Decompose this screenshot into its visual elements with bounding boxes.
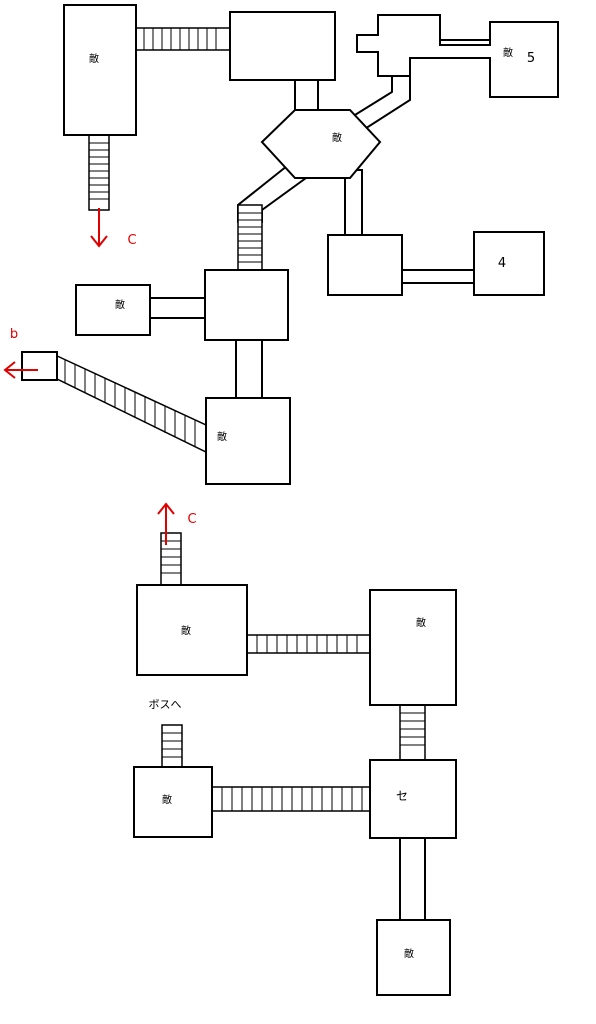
room-top-left <box>63 4 137 136</box>
red-arrow-icon <box>157 502 175 545</box>
rooms-upper <box>21 4 559 485</box>
room-exit-b <box>21 351 58 381</box>
enemy-label: 敵 <box>332 131 342 144</box>
map-labels: 敵 5 敵 敵 4 敵 敵 C b C 敵 敵 ボスへ 敵 セ 敵 <box>10 46 535 960</box>
room-lower-upper <box>205 397 291 485</box>
enemy-label: 敵 <box>89 52 99 65</box>
enemy-label: 敵 <box>404 947 414 960</box>
room-hub <box>260 109 382 179</box>
room-bottom <box>376 919 451 996</box>
corridors-lower <box>399 837 426 921</box>
enemy-label: 敵 <box>503 46 513 59</box>
stair-diagonal <box>54 353 207 454</box>
exit-label-c-top: C <box>127 233 136 248</box>
enemy-label: 敵 <box>162 793 172 806</box>
room-5 <box>356 14 559 98</box>
room-number-4: 4 <box>498 256 506 271</box>
exit-label-c-bottom: C <box>187 512 196 527</box>
room-number-5: 5 <box>527 51 535 66</box>
stairs-lower <box>160 532 426 812</box>
room-lower-right-top <box>369 589 457 706</box>
room-left-small <box>75 284 151 336</box>
rooms-lower <box>133 584 457 996</box>
enemy-label: 敵 <box>181 624 191 637</box>
to-boss-label: ボスへ <box>149 698 182 711</box>
enemy-label: 敵 <box>416 616 426 629</box>
save-label: セ <box>396 789 408 803</box>
room-lower-left-top <box>136 584 248 676</box>
room-top-center <box>229 11 336 81</box>
stair-center <box>237 204 263 271</box>
exit-arrows <box>3 208 175 545</box>
stair-top-horizontal-rungs <box>143 28 217 50</box>
room-save <box>369 759 457 839</box>
enemy-label: 敵 <box>115 298 125 311</box>
room-lower-left-bottom <box>133 766 213 838</box>
stair-to-boss <box>161 724 183 768</box>
room-4 <box>473 231 545 296</box>
red-arrow-icon <box>3 361 38 379</box>
room-mid <box>204 269 289 341</box>
enemy-label: 敵 <box>217 430 227 443</box>
red-arrow-icon <box>90 208 108 248</box>
stair-lower-v <box>399 704 426 761</box>
room-west-of-4 <box>327 234 403 296</box>
corridors-upper <box>147 39 491 399</box>
stair-lower-h1 <box>246 634 373 654</box>
exit-label-b: b <box>10 327 18 342</box>
